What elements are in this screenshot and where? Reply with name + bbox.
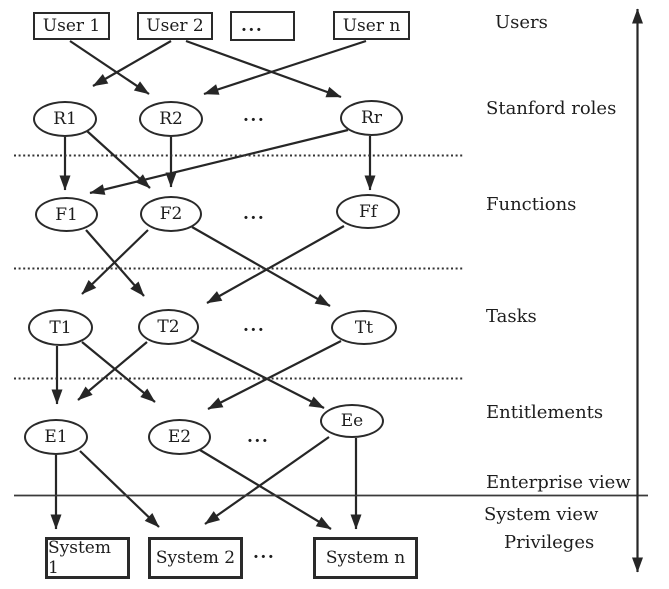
functions-ellipsis: ... [243,204,266,224]
edge-u1-r2 [69,40,150,95]
node-user-2-label: User 2 [146,16,204,36]
edge-e1-s2 [79,450,160,528]
node-user-n-label: User n [342,15,401,36]
tasks-ellipsis: ... [243,316,266,336]
users-ellipsis-label: ... [241,16,264,36]
edge-tt-e2 [207,340,342,410]
edge-t1-e2 [81,341,156,403]
node-role-rr: Rr [340,100,403,136]
node-task-tt-label: Tt [354,317,374,338]
edge-t2-e1 [77,341,148,401]
edge-u2-rr [185,39,342,99]
label-functions: Functions [486,194,577,215]
node-users-ellipsis: ... [230,11,295,41]
node-system-1: System 1 [45,537,130,579]
systems-ellipsis: ... [253,543,276,563]
node-function-f2-label: F2 [159,204,183,224]
label-users: Users [495,12,548,33]
edge-u2-r1 [92,40,172,87]
label-tasks: Tasks [486,306,537,327]
node-system-n: System n [313,537,418,579]
label-privileges: Privileges [504,532,595,553]
node-function-f1: F1 [35,197,98,232]
node-role-r2-label: R2 [159,109,183,129]
node-entitlement-e2: E2 [148,419,211,455]
node-user-n: User n [333,11,410,40]
node-task-t2-label: T2 [157,317,180,337]
edge-f2-tt [191,226,331,307]
node-role-r2: R2 [139,101,203,137]
node-entitlement-e1-label: E1 [44,427,68,447]
node-system-2-label: System 2 [155,548,236,568]
edge-ee-s2 [204,436,330,525]
edge-un-r2 [203,39,367,96]
edge-rr-f1 [89,128,349,195]
node-system-1-label: System 1 [48,538,111,578]
node-entitlement-e2-label: E2 [167,427,192,447]
label-stanford-roles: Stanford roles [486,98,617,119]
node-role-r1-label: R1 [53,109,77,129]
node-entitlement-ee: Ee [320,404,384,438]
node-task-t1-label: T1 [49,317,72,338]
node-task-tt: Tt [331,310,397,345]
node-user-1: User 1 [33,12,110,40]
node-role-r1: R1 [33,101,97,137]
node-user-2: User 2 [137,12,213,40]
node-task-t1: T1 [28,309,93,346]
node-entitlement-ee-label: Ee [340,411,364,431]
node-function-ff-label: Ff [358,201,378,222]
label-enterprise-view: Enterprise view [486,472,631,493]
edge-t2-ee [190,339,325,409]
node-system-n-label: System n [325,548,406,568]
edge-f2-t1 [81,229,149,295]
edge-ff-t2 [206,225,345,304]
node-function-ff: Ff [336,194,400,229]
edge-e2-sn [199,449,332,530]
node-task-t2: T2 [138,309,199,345]
entitlements-ellipsis: ... [247,427,270,447]
node-function-f2: F2 [140,196,202,232]
edge-r1-f2 [86,130,151,189]
edges [50,39,376,530]
label-system-view: System view [484,504,599,525]
roles-ellipsis: ... [243,106,266,126]
node-entitlement-e1: E1 [24,419,88,455]
label-entitlements: Entitlements [486,402,604,423]
node-system-2: System 2 [148,537,243,579]
node-user-1-label: User 1 [42,16,101,36]
node-role-rr-label: Rr [361,108,382,128]
node-function-f1-label: F1 [55,204,78,225]
